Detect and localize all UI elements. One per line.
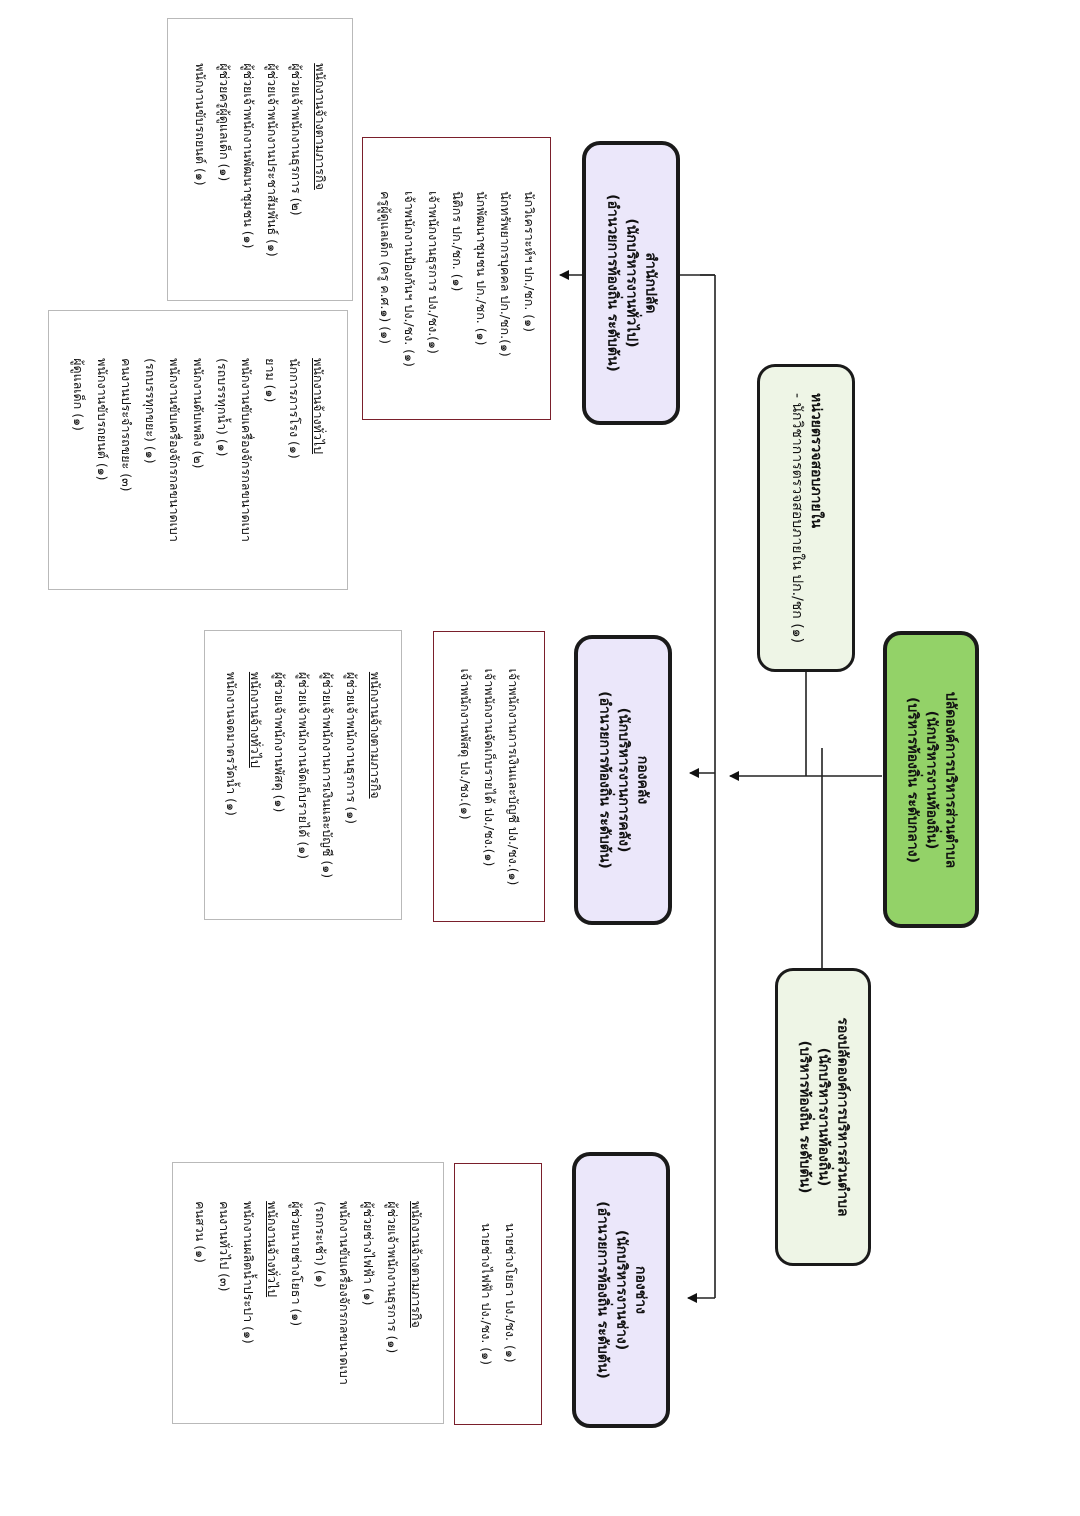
list-item: (รถกระเช้า) (๑)	[313, 1201, 328, 1288]
list-item: คนสวน (๑)	[193, 1201, 208, 1263]
deputy-box: รองปลัดองค์การบริหารส่วนตำบล (นักบริหารง…	[775, 968, 871, 1266]
list-item: พนักงานขับรถยนต์ (๑)	[95, 358, 110, 481]
dept-office-contract-list: พนักงานจ้างตามภารกิจ ผู้ช่วยเจ้าพนักงานธ…	[167, 18, 353, 301]
dept-finance-line3: (อำนวยการท้องถิ่น ระดับต้น)	[596, 691, 613, 869]
audit-title: หน่วยตรวจสอบภายใน	[808, 392, 824, 529]
list-item: ผู้ช่วยนายช่างโยธา (๑)	[289, 1201, 304, 1327]
deputy-line3: (บริหารท้องถิ่น ระดับต้น)	[796, 1040, 813, 1194]
list-item: ผู้ช่วยเจ้าพนักงานพัสดุ (๑)	[272, 671, 287, 813]
list-item: พนักงานขับเครื่องจักรกลขนาดเบา	[337, 1201, 352, 1385]
list-item: ผู้ช่วยเจ้าพนักงานพัฒนาชุมชน (๑)	[241, 62, 256, 248]
deputy-line2: (นักบริหารงานท้องถิ่น)	[815, 1047, 832, 1187]
list-item: ผู้ดูแลเด็ก (๑)	[71, 358, 86, 431]
list-item: เจ้าพนักงานพัสดุ ปง./ชง.(๑)	[458, 668, 473, 820]
list-item: พนักงานขับเครื่องจักรกลขนาดเบา	[167, 358, 182, 542]
audit-line2: - นักวิชาการตรวจสอบภายใน ปก./ชก (๑)	[789, 392, 805, 644]
dept-finance-line2: (นักบริหารงานการคลัง)	[615, 707, 632, 853]
list-item: ผู้ช่วยเจ้าพนักงานธุรการ (๒)	[289, 62, 304, 216]
chief-title: ปลัดองค์การบริหารส่วนตำบล	[942, 691, 959, 868]
chief-box: ปลัดองค์การบริหารส่วนตำบล (นักบริหารงานท…	[883, 631, 979, 928]
chief-line2: (นักบริหารงานท้องถิ่น)	[923, 710, 940, 849]
list-heading: พนักงานจ้างตามภารกิจ	[409, 1201, 424, 1328]
list-item: ยาม (๑)	[263, 358, 278, 403]
list-item: ผู้ช่วยเจ้าพนักงานประชาสัมพันธ์ (๑)	[265, 62, 280, 257]
deputy-title: รองปลัดองค์การบริหารส่วนตำบล	[834, 1017, 851, 1217]
list-item: เจ้าพนักงานป้องกันฯ ปง./ชง. (๑)	[401, 190, 417, 367]
list-item: ครูผู้ดูแลเด็ก (ครู ค.ศ.๑) (๑)	[377, 190, 393, 344]
list-item: ผู้ช่วยช่างไฟฟ้า (๑)	[361, 1201, 376, 1306]
list-item: นักวิเคราะห์ฯ ปก./ชก. (๑)	[521, 190, 537, 332]
list-item: ผู้ช่วยเจ้าพนักงานจัดเก็บรายได้ (๑)	[296, 671, 311, 860]
dept-engineering-staff-list: นายช่างโยธา ปง./ชง. (๑) นายช่างไฟฟ้า ปง.…	[454, 1163, 542, 1425]
dept-finance-title: กองคลัง	[634, 755, 651, 805]
list-heading: พนักงานจ้างตามภารกิจ	[313, 62, 328, 190]
list-heading: พนักงานจ้างทั่วไป	[248, 671, 263, 768]
list-item: นักพัฒนาชุมชน ปก./ชก. (๑)	[473, 190, 489, 345]
list-item: พนักงานขับรถยนต์ (๑)	[193, 62, 208, 186]
list-heading: พนักงานจ้างตามภารกิจ	[368, 671, 383, 799]
list-item: พนักงานขับเครื่องจักรกลขนาดเบา	[239, 358, 254, 542]
list-heading: พนักงานจ้างทั่วไป	[265, 1201, 280, 1298]
list-item: คนงานทั่วไป (๓)	[217, 1201, 232, 1292]
dept-finance-staff-list: เจ้าพนักงานการเงินและบัญชี ปง./ชง.(๑) เจ…	[433, 631, 545, 922]
dept-finance-box: กองคลัง (นักบริหารงานการคลัง) (อำนวยการท…	[574, 635, 672, 925]
dept-office-line3: (อำนวยการท้องถิ่น ระดับต้น)	[604, 194, 621, 372]
dept-engineering-box: กองช่าง (นักบริหารงานช่าง) (อำนวยการท้อง…	[572, 1152, 670, 1428]
dept-office-general-list: พนักงานจ้างทั่วไป นักการภารโรง (๑) ยาม (…	[48, 310, 348, 590]
list-item: คนงานประจำรถขยะ (๓)	[119, 358, 134, 492]
dept-office-line2: (นักบริหารงานทั่วไป)	[623, 218, 640, 348]
dept-finance-workers-list: พนักงานจ้างตามภารกิจ ผู้ช่วยเจ้าพนักงานธ…	[204, 630, 402, 920]
chief-line3: (บริหารท้องถิ่น ระดับกลาง)	[904, 696, 921, 863]
list-item: เจ้าพนักงานจัดเก็บรายได้ ปง./ชง.(๑)	[482, 668, 497, 866]
list-item: พนักงานจดมาตรวัดน้ำ (๑)	[224, 671, 239, 816]
dept-office-title: สำนักปลัด	[642, 252, 659, 314]
audit-box: หน่วยตรวจสอบภายใน - นักวิชาการตรวจสอบภาย…	[757, 364, 855, 672]
list-item: นายช่างโยธา ปง./ชง. (๑)	[503, 1223, 518, 1363]
dept-office-box: สำนักปลัด (นักบริหารงานทั่วไป) (อำนวยการ…	[582, 141, 680, 425]
list-item: ผู้ช่วยเจ้าพนักงานธุรการ (๑)	[385, 1201, 400, 1354]
dept-engineering-line3: (อำนวยการท้องถิ่น ระดับต้น)	[594, 1201, 611, 1379]
list-item: เจ้าพนักงานธุรการ ปง./ชง.(๑)	[425, 190, 441, 354]
list-item: (รถบรรทุกขยะ) (๑)	[143, 358, 158, 464]
list-item: นักการภารโรง (๑)	[287, 358, 302, 459]
list-item: ผู้ช่วยเจ้าพนักงานธุรการ (๑)	[344, 671, 359, 825]
list-item: นายช่างไฟฟ้า ปง./ชง. (๑)	[479, 1223, 494, 1365]
list-item: พนักงานดับเพลิง (๒)	[191, 358, 206, 469]
dept-engineering-workers-list: พนักงานจ้างตามภารกิจ ผู้ช่วยเจ้าพนักงานธ…	[172, 1162, 444, 1424]
list-item: พนักงานผลิตน้ำประปา (๑)	[241, 1201, 256, 1344]
list-item: ผู้ช่วยครูผู้ดูแลเด็ก (๑)	[217, 62, 232, 181]
dept-engineering-title: กองช่าง	[632, 1266, 649, 1314]
list-item: (รถบรรทุกน้ำ) (๑)	[215, 358, 230, 457]
list-item: ผู้ช่วยเจ้าพนักงานการเงินและบัญชี (๑)	[320, 671, 335, 879]
list-item: นิติกร ปก./ชก. (๑)	[449, 190, 465, 291]
list-item: นักทรัพยากรบุคคล ปก./ชก.(๑)	[497, 190, 513, 357]
list-heading: พนักงานจ้างทั่วไป	[311, 358, 326, 455]
dept-engineering-line2: (นักบริหารงานช่าง)	[613, 1229, 630, 1351]
dept-office-staff-list: นักวิเคราะห์ฯ ปก./ชก. (๑) นักทรัพยากรบุค…	[362, 137, 551, 420]
list-item: เจ้าพนักงานการเงินและบัญชี ปง./ชง.(๑)	[506, 668, 521, 885]
